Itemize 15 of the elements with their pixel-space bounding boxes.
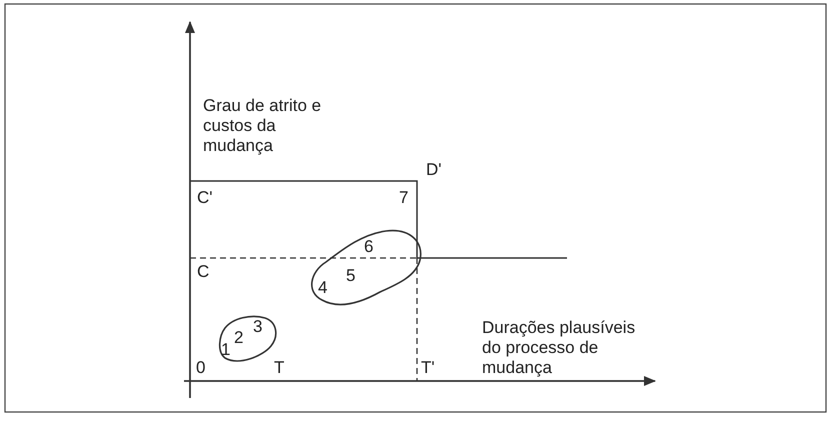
point-label: 0 <box>196 358 206 378</box>
point-label: T' <box>421 358 435 378</box>
point-number: 7 <box>399 188 408 208</box>
point-number: 3 <box>253 317 262 337</box>
point-number: 2 <box>234 328 244 348</box>
axis-title: Grau de atrito e custos da mudança <box>203 96 322 156</box>
point-number: 4 <box>318 278 328 298</box>
point-label: C' <box>197 188 213 208</box>
point-number: 5 <box>346 266 356 286</box>
point-label: D' <box>426 160 442 180</box>
point-label: C <box>197 262 210 282</box>
axis-title: Durações plausíveis do processo de mudança <box>482 318 636 378</box>
point-number: 1 <box>221 340 230 360</box>
point-number: 6 <box>364 237 374 257</box>
point-label: T <box>274 358 284 378</box>
